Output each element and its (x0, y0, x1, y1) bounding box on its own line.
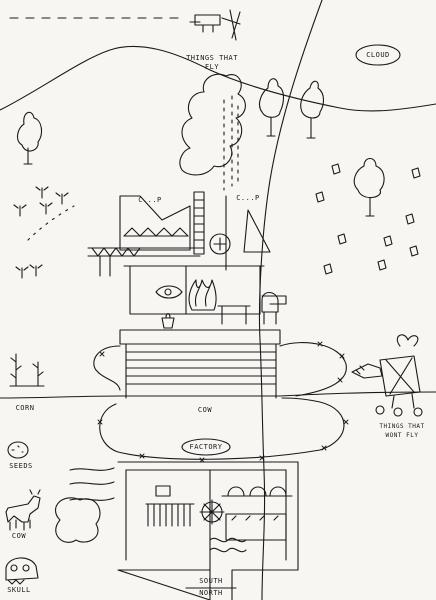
eye-icon (155, 285, 183, 299)
smoke-dashes (223, 95, 239, 191)
wave-machine (209, 537, 247, 553)
things-that-wont-fly-label: THINGS THAT WONT FLY (379, 423, 425, 439)
corn-plant-icons (9, 353, 45, 387)
cloud-icon (355, 44, 401, 66)
skull-label: SKULL (7, 586, 31, 594)
cloud-label: CLOUD (366, 51, 390, 59)
seed-icon (7, 441, 29, 459)
tree-icon (353, 157, 385, 217)
house-structure (87, 191, 287, 399)
tree-icon (300, 80, 325, 139)
mountain-ridge-line (258, 0, 323, 600)
skull-icon (5, 557, 39, 585)
falling-object-icons (315, 163, 421, 275)
fence-loop-upper (93, 342, 347, 397)
cow-icon (5, 489, 41, 531)
factory-label-outline (181, 438, 231, 456)
underground-factory (54, 461, 299, 600)
ground-line (0, 391, 436, 399)
comb-machine (145, 503, 195, 527)
cow-field-label: COW (197, 406, 213, 414)
fence-loop-lower (99, 397, 345, 460)
fire-icon (188, 279, 217, 311)
things-that-fly-label: THINGS THAT FLY (186, 54, 238, 71)
barb-marks (97, 341, 349, 463)
smoke-cloud (179, 73, 246, 176)
chair-icon (261, 291, 279, 325)
seed-dots (11, 445, 24, 453)
corn-label: CORN (15, 404, 35, 412)
cp-right-label: C...P (236, 194, 260, 202)
hill-line (0, 45, 436, 112)
south-label: SOUTH (199, 577, 223, 585)
wind-lines (69, 467, 115, 501)
north-label: NORTH (199, 589, 223, 597)
flying-machine-icon (189, 9, 241, 41)
factory-label: FACTORY (189, 443, 223, 451)
seeds-label: SEEDS (9, 462, 33, 470)
sprout-icons (13, 186, 75, 279)
cp-left-label: C...P (138, 196, 162, 204)
wont-fly-creature-icon (351, 334, 423, 417)
tree-icon (259, 78, 285, 137)
tree-icon (16, 111, 43, 165)
cow-label: COW (11, 532, 27, 540)
